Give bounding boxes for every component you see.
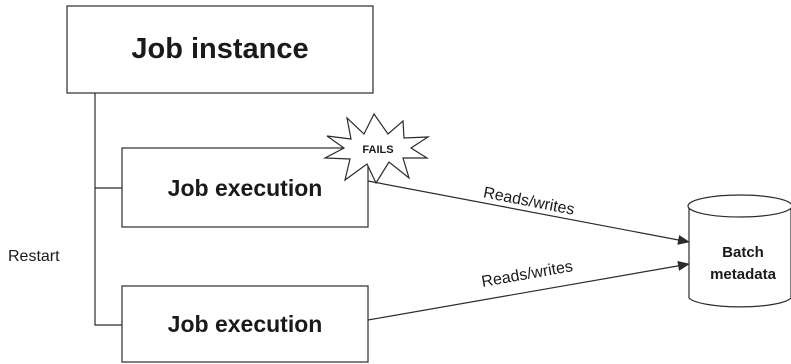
restart-label: Restart (8, 248, 60, 265)
reads-writes-label-1: Reads/writes (482, 184, 576, 218)
restart-connector (94, 93, 122, 326)
reads-writes-arrow-2 (367, 260, 690, 321)
job-instance-node: Job instance (66, 5, 374, 94)
job-execution-2-label: Job execution (168, 311, 323, 337)
job-instance-label: Job instance (131, 33, 308, 65)
job-execution-1-label: Job execution (168, 175, 323, 201)
job-execution-node-2: Job execution (121, 285, 369, 363)
batch-metadata-label-line2: metadata (710, 266, 777, 283)
fails-burst: FAILS (322, 112, 431, 185)
batch-metadata-label-line1: Batch (722, 244, 764, 261)
reads-writes-arrow-1 (367, 180, 690, 245)
batch-metadata-node: Batch metadata (687, 194, 791, 308)
job-execution-node-1: Job execution (121, 147, 369, 228)
batch-metadata-cylinder (688, 206, 791, 308)
batch-metadata-cylinder-top (687, 194, 791, 218)
fails-label: FAILS (362, 144, 393, 156)
